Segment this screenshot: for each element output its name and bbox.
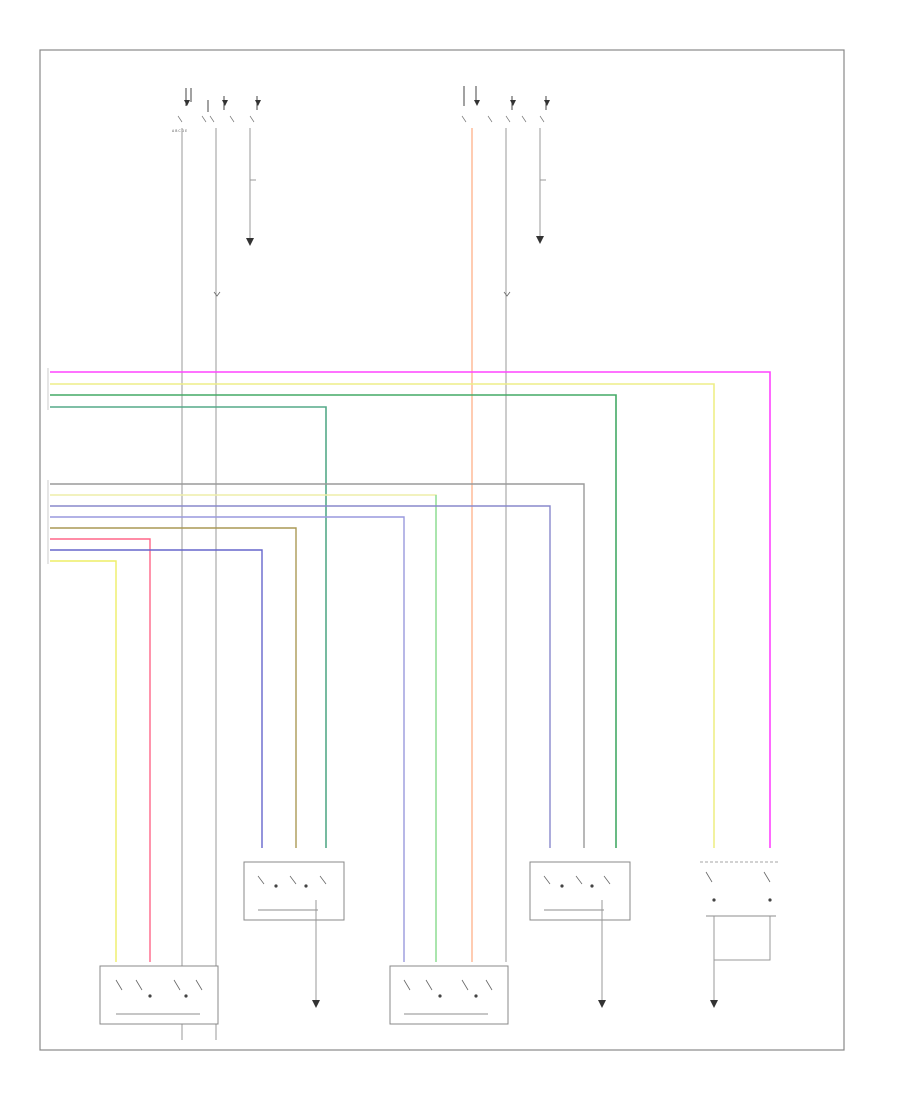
bus-wire-green — [50, 394, 617, 848]
left-splice — [213, 291, 221, 297]
bus-wire-red — [50, 538, 151, 962]
left-connector-pins: A B C D E — [172, 129, 187, 133]
right-rear-switch — [529, 861, 631, 1000]
left-front-switch — [243, 861, 345, 1000]
bus-wire-gray — [50, 483, 585, 848]
bus-wire-yellow — [50, 383, 715, 848]
diagram-border — [39, 49, 845, 1051]
right-front-switch — [389, 965, 509, 1025]
bus-wire-cream — [50, 494, 437, 962]
right-top-ground — [536, 236, 544, 244]
right-splice — [503, 291, 511, 297]
bus-wire-lavender — [50, 505, 551, 848]
right-top-connector — [461, 86, 550, 123]
lockout-switch — [700, 861, 780, 1000]
bus-wire-olive — [50, 527, 297, 848]
top-bus — [50, 371, 771, 848]
ground-bottom-3 — [710, 1000, 718, 1008]
bottom-bus — [50, 483, 585, 962]
left-top-ground — [246, 238, 254, 246]
right-upper-circuit — [471, 128, 546, 962]
left-top-connector: A B C D E — [172, 88, 261, 133]
bus-wire-lightyellow — [50, 560, 117, 962]
left-rear-switch — [99, 965, 219, 1025]
left-upper-circuit — [181, 128, 256, 1040]
bus-wire-periwinkle — [50, 516, 405, 962]
bus-wire-blue — [50, 549, 263, 848]
bus-wire-teal — [50, 406, 327, 848]
bus-wire-pink — [50, 371, 771, 848]
ground-bottom-1 — [312, 1000, 320, 1008]
ground-bottom-2 — [598, 1000, 606, 1008]
